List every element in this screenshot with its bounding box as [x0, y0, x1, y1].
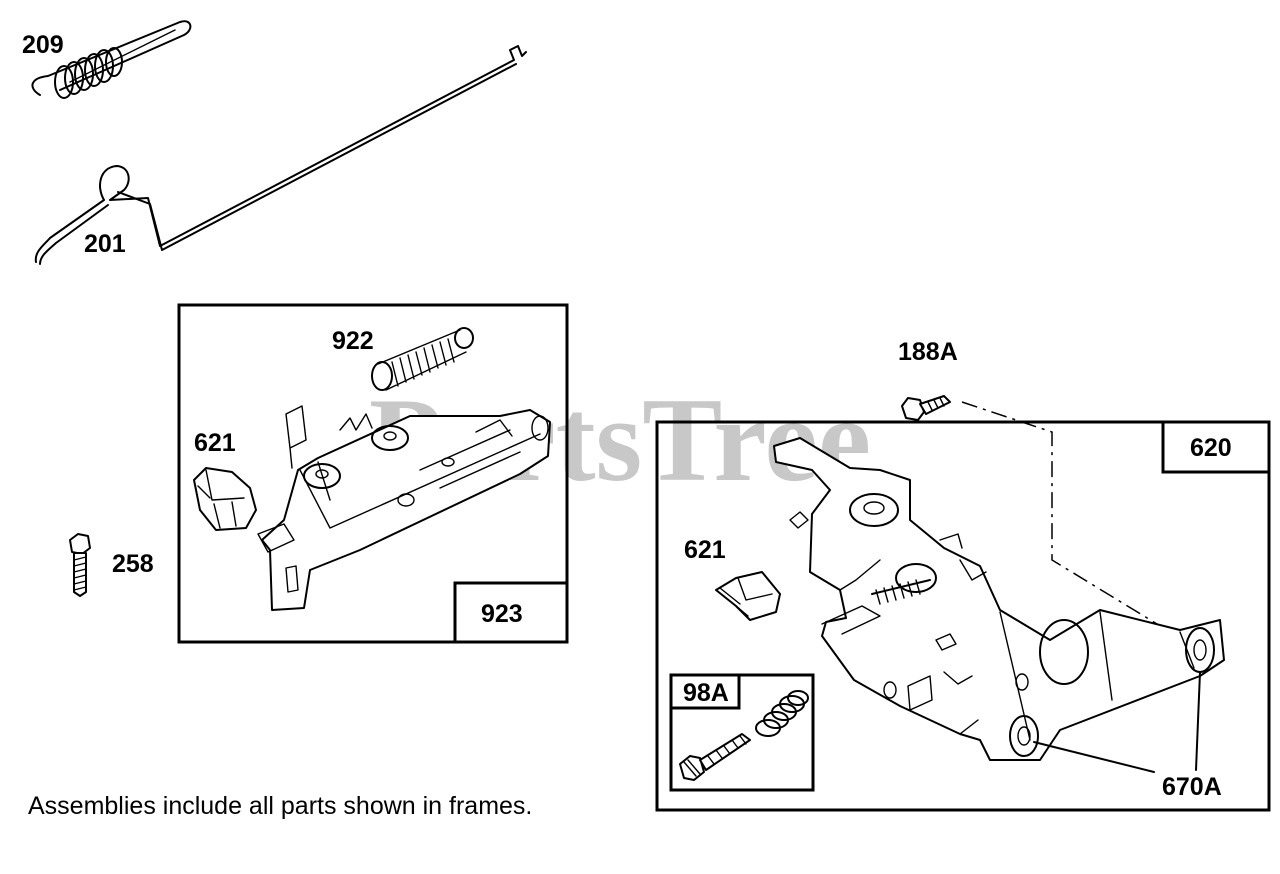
label-621-right: 621 — [684, 536, 726, 564]
part-258-bolt — [69, 533, 91, 597]
label-box-620 — [1161, 420, 1271, 474]
part-209-spring-clip — [31, 20, 192, 99]
part-621-clip-right — [715, 571, 781, 621]
leader-670a — [1033, 671, 1201, 773]
label-98a: 98A — [683, 679, 729, 707]
label-209: 209 — [22, 31, 64, 59]
frame-kit-98a — [669, 673, 815, 792]
frame-assembly-923 — [177, 303, 569, 644]
part-98a-screw — [679, 733, 751, 781]
part-922-spring — [371, 327, 474, 391]
label-923: 923 — [481, 600, 523, 628]
part-control-plate-left — [257, 405, 551, 611]
label-922: 922 — [332, 327, 374, 355]
part-control-plate-right — [773, 437, 1225, 761]
label-621-left: 621 — [194, 429, 236, 457]
assembly-note: Assemblies include all parts shown in fr… — [28, 792, 533, 820]
label-188a: 188A — [898, 338, 958, 366]
part-621-clip-left — [193, 467, 257, 531]
label-670a: 670A — [1162, 773, 1222, 801]
label-258: 258 — [112, 550, 154, 578]
label-box-923 — [453, 581, 569, 644]
part-98a-spring — [755, 690, 809, 737]
label-620: 620 — [1190, 434, 1232, 462]
part-188a-screw — [901, 395, 951, 421]
frame-assembly-620 — [655, 420, 1271, 812]
label-box-98a — [669, 673, 741, 710]
label-201: 201 — [84, 230, 126, 258]
part-201-link-rod — [34, 45, 527, 265]
alignment-line — [961, 401, 1181, 639]
